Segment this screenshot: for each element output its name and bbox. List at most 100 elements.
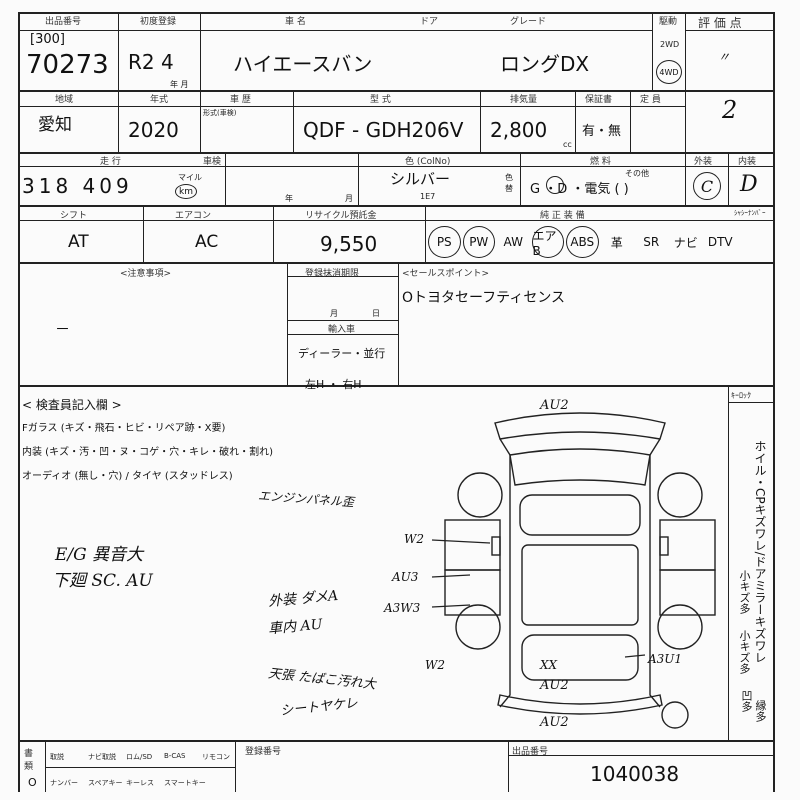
car-diagram bbox=[431, 412, 716, 729]
sales-label: <セールスポイント> bbox=[402, 269, 490, 279]
note-engine: エンジンパネル歪 bbox=[257, 488, 355, 510]
region: 愛知 bbox=[38, 115, 72, 135]
footer-equipment-item: B-CAS bbox=[164, 752, 186, 760]
wheel-rear-left bbox=[455, 604, 501, 650]
recycle-label: リサイクル預託金 bbox=[305, 211, 377, 221]
footer-equipment-item: ロム/SD bbox=[126, 753, 153, 761]
pointer-left1 bbox=[431, 539, 491, 544]
equipment-label: 純 正 装 備 bbox=[540, 211, 585, 221]
displacement-label: 排気量 bbox=[510, 95, 538, 105]
equipment-item: エアB bbox=[531, 226, 564, 258]
car-windshield bbox=[519, 494, 641, 536]
capacity-label: 定 員 bbox=[640, 95, 661, 105]
diag-corner: ｷｰﾛｯｸ bbox=[731, 391, 751, 400]
aircon-label: エアコン bbox=[175, 211, 212, 221]
displacement: 2,800 bbox=[490, 118, 548, 142]
footer-equipment-item: キーレス bbox=[126, 779, 154, 787]
interior: D bbox=[740, 172, 758, 197]
cc-label: cc bbox=[563, 140, 572, 149]
equipment-item: PW bbox=[462, 226, 495, 258]
first-reg: R2 4 bbox=[128, 50, 174, 74]
shift-label: シフト bbox=[60, 211, 88, 221]
note-roof2: シートヤケレ bbox=[279, 695, 359, 720]
venue-no-label: 出品番号 bbox=[512, 747, 549, 757]
equipment-item: SR bbox=[643, 235, 660, 249]
fuel-label: 燃 料 bbox=[590, 157, 611, 167]
right-text4: 凹多 bbox=[740, 690, 753, 712]
door-right-rear bbox=[659, 569, 716, 616]
month-label: 年 月 bbox=[170, 80, 189, 89]
auction-no: 70273 bbox=[26, 50, 109, 80]
inspector-line2: 内装 (キズ・汚・凹・ヌ・コゲ・穴・キレ・破れ・割れ) bbox=[22, 447, 273, 458]
expiry-day: 日 bbox=[372, 309, 380, 318]
equipment-item: ナビ bbox=[673, 235, 698, 250]
pointer-left3 bbox=[431, 604, 471, 608]
note-ext: 外装 ダメA bbox=[267, 587, 339, 611]
drive-4wd-circle: 4WD bbox=[656, 60, 682, 84]
equipment-item: ABS bbox=[566, 226, 599, 258]
door-left-rear bbox=[444, 569, 501, 616]
recycle: 9,550 bbox=[320, 232, 378, 256]
car-hood bbox=[509, 448, 651, 486]
exterior-circle: C bbox=[693, 172, 721, 200]
shaken-label: 車検 bbox=[203, 157, 222, 167]
year: 2020 bbox=[128, 118, 179, 142]
interior-label: 内装 bbox=[738, 157, 757, 167]
reg-no-label: 登録番号 bbox=[245, 747, 282, 757]
mirror-left bbox=[491, 536, 501, 556]
model: QDF - GDH206V bbox=[303, 118, 464, 142]
fuel-diesel-circle bbox=[546, 176, 564, 194]
car-name: ハイエースバン bbox=[233, 52, 373, 76]
car-body-outline bbox=[499, 438, 661, 708]
wheel-rear-right bbox=[657, 604, 703, 650]
diag-bottom2: AU2 bbox=[540, 678, 569, 693]
wheel-front-right bbox=[657, 472, 703, 518]
exterior: C bbox=[700, 176, 714, 196]
import-dealer: ディーラー・並行 bbox=[298, 347, 386, 360]
diag-left3: A3W3 bbox=[384, 601, 421, 615]
import-handle: 左H ・ 右H bbox=[305, 378, 362, 391]
footer-equipment-item: 取説 bbox=[50, 753, 64, 761]
spare-wheel bbox=[661, 701, 689, 729]
pointer-right1 bbox=[624, 654, 646, 658]
reg-expiry-label: 登録抹消期限 bbox=[305, 269, 360, 279]
inspector-line3: オーディオ (無し・穴) / タイヤ (スタッドレス) bbox=[22, 471, 233, 482]
footer-equipment-item: ナンバー bbox=[50, 779, 78, 787]
diag-top: AU2 bbox=[540, 398, 569, 413]
fuel: G ・D ・電気 ( ) bbox=[530, 182, 629, 197]
pointer-left2 bbox=[431, 574, 471, 578]
footer-equipment-item: ナビ取説 bbox=[88, 753, 116, 761]
venue-no: 1040038 bbox=[590, 762, 680, 786]
model-label: 型 式 bbox=[370, 95, 391, 105]
drive-label: 駆動 bbox=[659, 17, 678, 27]
note-int: 車内 AU bbox=[267, 616, 324, 638]
region-label: 地域 bbox=[55, 95, 74, 105]
score-mark: 〃 bbox=[718, 50, 731, 64]
car-rear-window bbox=[521, 634, 639, 681]
equipment-item: DTV bbox=[707, 235, 733, 249]
color-label: 色 (ColNo) bbox=[405, 157, 451, 167]
equipment-item: PS bbox=[428, 226, 461, 258]
note-roof1: 天張 たばこ汚れ大 bbox=[267, 666, 377, 693]
docs-label: 書類 bbox=[24, 749, 34, 772]
inspector-line1: Fガラス (キズ・飛石・ヒビ・リペア跡・X要) bbox=[22, 423, 226, 434]
warranty: 有・無 bbox=[582, 124, 622, 139]
inspection-label: 車 歴 bbox=[230, 95, 251, 105]
grade-label: グレード bbox=[510, 17, 547, 27]
door-label: ドア bbox=[420, 17, 439, 27]
auction-no-label: 出品番号 bbox=[45, 17, 82, 27]
docs-ok: O bbox=[28, 776, 37, 789]
right-text1: ホイル・CPキズワレ/ドアミラーキズワレ bbox=[753, 440, 767, 664]
mileage: 318 409 bbox=[22, 174, 133, 198]
score-label: 評 価 点 bbox=[698, 16, 742, 30]
drive-2wd: 2WD bbox=[660, 40, 680, 49]
color-change-label: 色替 bbox=[505, 173, 513, 193]
equipment-item: 革 bbox=[610, 235, 623, 250]
equipment-item: AW bbox=[503, 235, 523, 249]
note-eg2: 下廻 SC. AU bbox=[52, 571, 153, 591]
wheel-front-left bbox=[457, 472, 503, 518]
right-text3: 小キズ多 bbox=[738, 630, 751, 674]
right-text5: 縁多 bbox=[754, 700, 767, 722]
fuel-other: その他 bbox=[625, 169, 649, 178]
km-circle: km bbox=[175, 184, 197, 199]
